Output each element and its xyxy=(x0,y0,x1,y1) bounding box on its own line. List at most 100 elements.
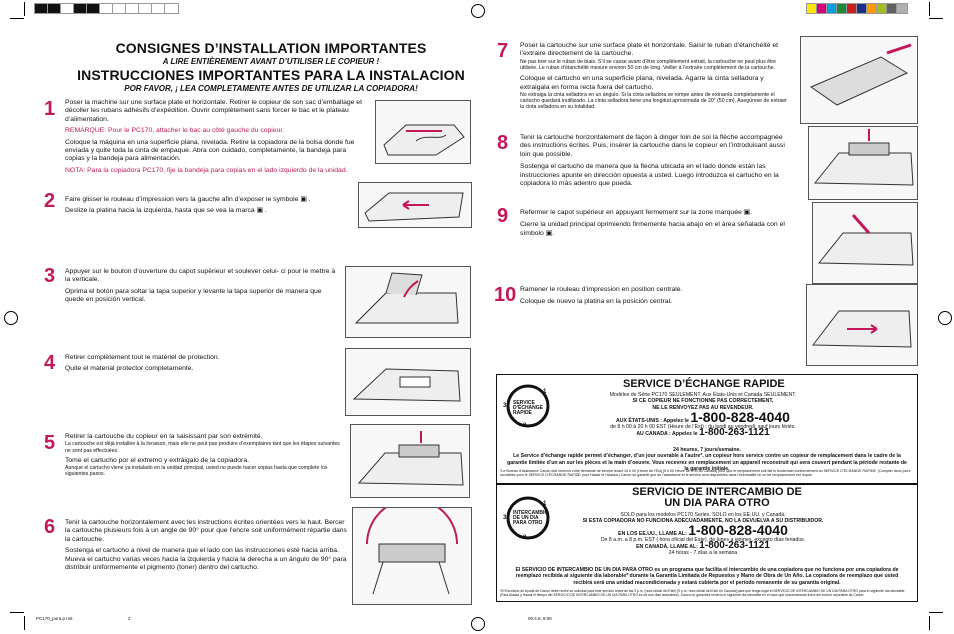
service-fr-ca-label: AU CANADA : Appelez le xyxy=(636,431,698,438)
step-number: 3 xyxy=(44,265,56,287)
step-number: 10 xyxy=(494,284,517,306)
step-fr-text: Ramener le rouleau d’impression en posit… xyxy=(520,286,683,293)
rock-cartridge-illustration xyxy=(352,507,472,605)
step-6-text: Tenir la cartouche horizontalement avec … xyxy=(65,519,347,572)
registration-target-icon xyxy=(471,4,485,18)
step-number: 1 xyxy=(44,98,56,120)
step-fr-small: Ne pas tirer sur le ruban de biais. S’il… xyxy=(520,58,777,72)
step-number: 2 xyxy=(44,190,56,212)
symbol-icon: ▣ xyxy=(743,209,751,216)
service-fr-us-hours: de 8 h 00 à 20 h 00 EST (Heure de l’Est)… xyxy=(610,424,796,431)
step-es-text: Coloque la máquina en una superficie pla… xyxy=(65,138,355,163)
step-es-text: Coloque de nuevo la platina en la posici… xyxy=(520,298,672,306)
footer-page: 2 xyxy=(128,616,131,621)
step-fr-note: REMARQUE: Pour le PC170, attacher le bac… xyxy=(65,127,285,135)
step-4-text: Retirer complètement tout le matériel de… xyxy=(65,354,337,374)
step-9-text: Refermer le capot supérieur en appuyant … xyxy=(520,209,785,237)
symbol-icon: ▣ xyxy=(545,229,553,237)
step-1-text: Poser la machine sur une surface plate e… xyxy=(65,99,367,175)
heading-es-subtitle: POR FAVOR, ¡ LEA COMPLETAMENTE ANTES DE … xyxy=(124,84,418,93)
step-number: 4 xyxy=(44,352,56,374)
step-es-text: Deslize la platina hacia la izquierda, h… xyxy=(65,207,255,215)
symbol-icon: ▣ xyxy=(300,196,307,203)
service-es-ca-label: EN CANADÁ, LLAME AL: xyxy=(636,544,698,551)
step-number: 6 xyxy=(44,516,56,538)
color-swatch xyxy=(164,3,179,14)
service-fr-warning: SI CE COPIEUR NE FONCTIONNE PAS CORRECTE… xyxy=(632,398,774,405)
step-es-text: Tome el cartucho por el extremo y extrái… xyxy=(65,456,249,464)
service-fr-box: SERVICE D’ÉCHANGE RAPIDE 1 2 3 SERVICE D… xyxy=(496,374,918,484)
registration-target-icon xyxy=(4,311,18,325)
step-10-text: Ramener le rouleau d’impression en posit… xyxy=(520,286,792,307)
step-number: 8 xyxy=(497,132,509,154)
step-fr-text: Retirer la cartouche du copieur en la sa… xyxy=(65,433,263,440)
heading-es-title: INSTRUCCIONES IMPORTANTES PARA LA INSTAL… xyxy=(77,67,465,83)
symbol-icon: ▣ xyxy=(256,207,263,215)
step-fr-text: Retirer complètement tout le matériel de… xyxy=(65,354,220,361)
step-5-text: Retirer la cartouche du copieur en la sa… xyxy=(65,433,343,478)
service-fr-warning: NE LE RENVOYEZ PAS AU REVENDEUR. xyxy=(652,404,754,411)
heading-block: CONSIGNES D’INSTALLATION IMPORTANTES A L… xyxy=(76,40,466,93)
service-es-us-label: EN LOS EE.UU., LLAME AL: xyxy=(618,530,687,537)
step-es-small: Aunque el cartucho viene ya instalado en… xyxy=(65,465,328,478)
platen-illustration xyxy=(358,182,472,228)
step-3-text: Appuyer sur le bouton d’ouverture du cap… xyxy=(65,268,337,305)
seal-tape-illustration xyxy=(800,36,918,124)
return-platen-illustration xyxy=(806,284,918,366)
step-fr-small: La cartouche est déjà installée à la liv… xyxy=(65,441,340,454)
step-fr-text: Poser la machine sur une surface plate e… xyxy=(65,99,362,123)
service-es-us-phone[interactable]: 1-800-828-4040 xyxy=(688,521,788,538)
service-es-ca-hours: 24 horas - 7 días a la semana xyxy=(668,550,738,557)
remove-cartridge-illustration xyxy=(350,424,470,498)
step-number: 5 xyxy=(44,432,56,454)
service-fr-heading: SERVICE D’ÉCHANGE RAPIDE xyxy=(623,378,785,390)
step-fr-text: Faire glisser le rouleau d’impression ve… xyxy=(65,196,299,203)
service-fr-us-label: AUX ÉTATS-UNIS : Appelez le xyxy=(616,417,689,424)
step-fr-text: Tenir la cartouche horizontalement avec … xyxy=(65,519,347,543)
footer-file: PC170_pora.p.m6 xyxy=(36,616,73,621)
step-es-text: Quite el material protector completament… xyxy=(65,365,194,373)
close-cover-illustration xyxy=(812,202,918,284)
step-number: 7 xyxy=(497,40,509,62)
service-fr-models: Modèles de Série PC170 SEULEMENT. Aux Ét… xyxy=(609,392,797,398)
step-7-text: Poser la cartouche sur une surface plate… xyxy=(520,42,792,111)
step-number: 9 xyxy=(497,205,509,227)
step-fr-text: Appuyer sur le bouton d’ouverture du cap… xyxy=(65,268,336,284)
copier-illustration xyxy=(375,100,471,164)
service-es-heading: SERVICIO DE INTERCAMBIO DE UN DIA PARA O… xyxy=(632,486,802,509)
service-es-models: SOLO para los modelos PC170 Series, SOLO… xyxy=(620,512,786,518)
protective-material-illustration xyxy=(345,348,471,416)
footer-date: 00.4.8, 9:06 xyxy=(528,616,552,621)
heading-fr-subtitle: A LIRE ENTIÈREMENT AVANT D’UTILISER LE C… xyxy=(162,57,380,66)
service-es-footnote: *El Escritorio de Ayuda de Canon debe re… xyxy=(500,589,906,598)
step-fr-text: Refermer le capot supérieur en appuyant … xyxy=(520,209,742,216)
step-es-text: Coloque el cartucho en una superficie pl… xyxy=(520,75,764,91)
step-es-text: Oprima el botón para soltar la tapa supe… xyxy=(65,287,322,304)
step-2-text: Faire glisser le rouleau d’impression ve… xyxy=(65,196,311,215)
service-fr-ca-hours: 24 heures, 7 jours/semaine. xyxy=(673,447,741,453)
color-swatch xyxy=(896,3,908,14)
service-fr-us-phone[interactable]: 1-800-828-4040 xyxy=(690,408,790,425)
service-fr-logo: SERVICE D’ÉCHANGE RAPIDE 1 2 3 xyxy=(503,381,553,431)
service-es-box: INTERCAMBIO DE UN DIA PARA OTRO 1 2 3 SE… xyxy=(496,484,918,602)
step-es-small: No extraiga la cinta selladora en un áng… xyxy=(520,92,787,111)
step-es-text: Cierre la unidad principal oprimiendo fi… xyxy=(520,221,785,237)
registration-target-icon xyxy=(471,617,485,631)
insert-cartridge-illustration xyxy=(808,126,918,200)
service-es-logo: INTERCAMBIO DE UN DIA PARA OTRO 1 2 3 xyxy=(503,493,553,543)
heading-fr-title: CONSIGNES D’INSTALLATION IMPORTANTES xyxy=(115,40,427,56)
step-es-note: NOTA: Para la copiadora PC170, fije la b… xyxy=(65,166,348,174)
service-fr-footnote: *Le Bureau d’assistance Canon doit recev… xyxy=(500,469,911,478)
step-es-text: Sostenga el cartucho de manera que la fl… xyxy=(520,163,779,188)
step-fr-text: Tenir la cartouche horizontalement de fa… xyxy=(520,134,785,158)
service-fr-body: Le Service d’échange rapide permet d’éch… xyxy=(507,453,907,472)
step-es-text: Sostenga el cartucho a nivel de manera q… xyxy=(65,547,347,572)
step-fr-text: Poser la cartouche sur une surface plate… xyxy=(520,42,779,58)
service-es-warning: SI ESTA COPIADORA NO FUNCIONA ADECUADAME… xyxy=(582,518,824,525)
open-cover-illustration xyxy=(345,266,471,338)
service-es-us-hours: De 8 a.m. a 8 p.m. EST ( hora oficial de… xyxy=(600,536,806,543)
service-es-body: El SERVICIO DE INTERCAMBIO DE UN DIA PAR… xyxy=(515,567,899,586)
service-es-ca-phone[interactable]: 1-800-263-1121 xyxy=(699,540,770,552)
step-8-text: Tenir la cartouche horizontalement de fa… xyxy=(520,134,792,188)
service-fr-ca-phone[interactable]: 1-800-263-1121 xyxy=(699,427,770,439)
